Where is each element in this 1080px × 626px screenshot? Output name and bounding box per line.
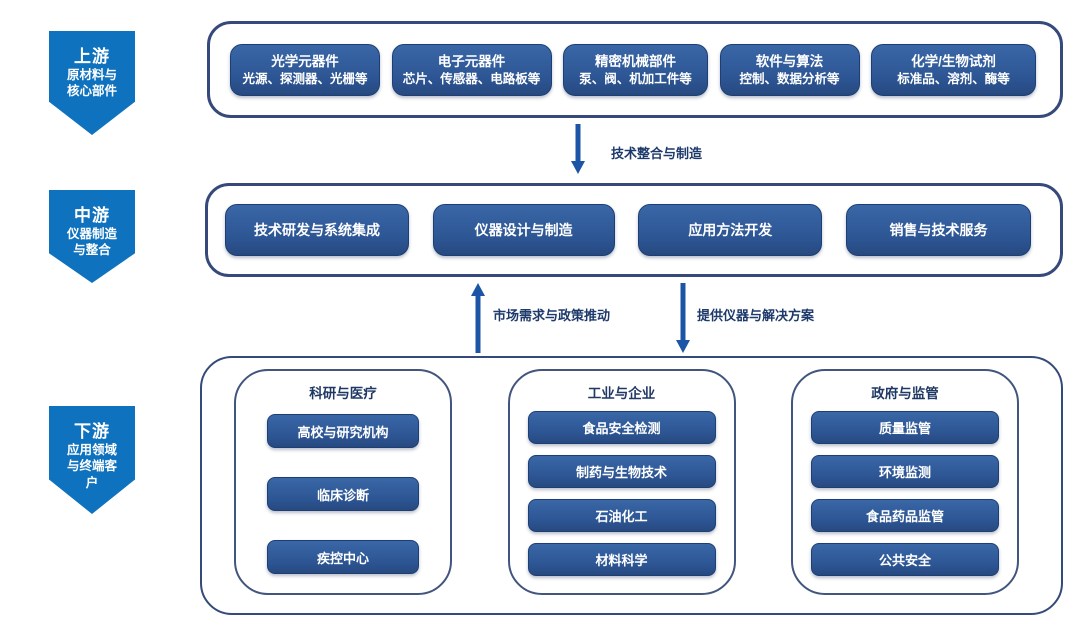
upstream-box-precision-mechanics: 精密机械部件 泵、阀、机加工件等 [563,43,708,96]
stage-midstream: 中游 仪器制造 与整合 [49,190,135,283]
arrow-up-demand-icon [471,283,485,353]
stage-upstream-line: 核心部件 [66,84,117,99]
upstream-section: 光学元器件 光源、探测器、光栅等 电子元器件 芯片、传感器、电路板等 精密机械部… [207,21,1063,118]
downstream-section: 科研与医疗 高校与研究机构 临床诊断 疾控中心 工业与企业 食品安全检测 制药与… [200,356,1063,615]
downstream-box-environment-monitoring: 环境监测 [811,455,999,488]
midstream-box-design-manufacture: 仪器设计与制造 [432,204,615,256]
upstream-box-subtitle: 光源、探测器、光栅等 [242,72,368,87]
stage-downstream: 下游 应用领域 与终端客 户 [49,406,135,514]
downstream-box-pharma-biotech: 制药与生物技术 [527,455,716,488]
downstream-box-food-drug-regulation: 食品药品监管 [811,499,999,532]
midstream-box-sales-service: 销售与技术服务 [845,204,1031,256]
upstream-box-subtitle: 泵、阀、机加工件等 [579,72,692,87]
downstream-box-cdc: 疾控中心 [267,540,419,574]
group-items: 高校与研究机构 临床诊断 疾控中心 [236,402,450,574]
group-title: 工业与企业 [587,386,656,401]
flow-label-market-demand: 市场需求与政策推动 [493,308,611,323]
stage-downstream-line: 与终端客 [66,459,117,474]
upstream-box-subtitle: 控制、数据分析等 [739,72,840,87]
downstream-box-clinical-diagnosis: 临床诊断 [267,477,419,511]
stage-upstream: 上游 原材料与 核心部件 [49,31,135,135]
stage-midstream-line: 仪器制造 [66,227,117,241]
stage-downstream-line: 应用领域 [66,443,117,457]
group-items: 食品安全检测 制药与生物技术 石油化工 材料科学 [510,402,734,576]
downstream-box-food-safety: 食品安全检测 [527,411,716,444]
upstream-box-optics: 光学元器件 光源、探测器、光栅等 [230,43,380,96]
upstream-box-electronics: 电子元器件 芯片、传感器、电路板等 [391,43,552,96]
flow-label-tech-integration: 技术整合与制造 [611,146,703,161]
upstream-box-title: 软件与算法 [755,53,824,69]
stage-midstream-line: 与整合 [73,243,111,258]
upstream-box-subtitle: 芯片、传感器、电路板等 [402,72,541,87]
group-title: 科研与医疗 [309,386,377,401]
downstream-box-materials-science: 材料科学 [527,543,716,576]
group-industry-enterprise: 工业与企业 食品安全检测 制药与生物技术 石油化工 材料科学 [507,369,736,595]
stage-downstream-line: 户 [85,475,99,490]
flow-label-provide-solutions: 提供仪器与解决方案 [697,308,815,323]
upstream-box-reagents: 化学/生物试剂 标准品、溶剂、酶等 [871,43,1036,96]
midstream-section: 技术研发与系统集成 仪器设计与制造 应用方法开发 销售与技术服务 [205,183,1063,277]
group-government-regulation: 政府与监管 质量监管 环境监测 食品药品监管 公共安全 [791,369,1019,595]
downstream-box-universities: 高校与研究机构 [267,414,419,448]
stage-upstream-line: 原材料与 [66,68,117,82]
group-title: 政府与监管 [871,386,939,401]
stage-downstream-label: 下游 [74,422,110,441]
upstream-box-title: 精密机械部件 [595,53,676,69]
upstream-box-subtitle: 标准品、溶剂、酶等 [897,72,1010,87]
upstream-box-title: 光学元器件 [271,53,339,69]
downstream-box-quality-supervision: 质量监管 [811,411,999,444]
group-items: 质量监管 环境监测 食品药品监管 公共安全 [793,402,1017,576]
downstream-box-petrochemical: 石油化工 [527,499,716,532]
group-research-medical: 科研与医疗 高校与研究机构 临床诊断 疾控中心 [234,369,452,595]
upstream-box-title: 电子元器件 [437,53,506,69]
midstream-box-rd-integration: 技术研发与系统集成 [225,204,409,256]
upstream-box-title: 化学/生物试剂 [911,53,996,69]
downstream-box-public-safety: 公共安全 [811,543,999,576]
arrow-down-top-to-mid-icon [571,124,585,174]
upstream-box-software-algorithms: 软件与算法 控制、数据分析等 [719,43,860,96]
stage-upstream-label: 上游 [74,47,110,66]
midstream-box-application-development: 应用方法开发 [638,204,823,256]
stage-midstream-label: 中游 [74,206,110,225]
arrow-down-supply-icon [676,283,690,353]
